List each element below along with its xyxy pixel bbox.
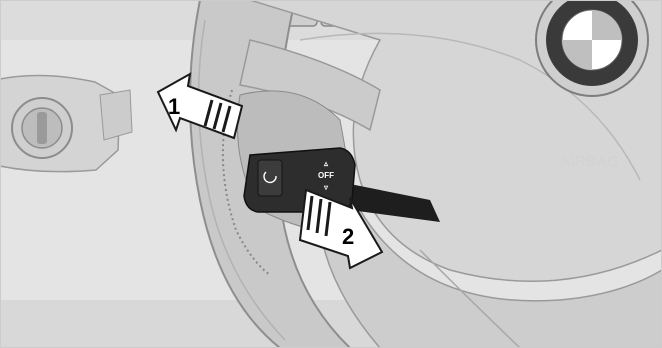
lever-off-label: OFF: [318, 171, 334, 180]
arrow-1-number: 1: [168, 94, 180, 119]
airbag-label: AIRBAG: [560, 153, 620, 170]
lever-button: [258, 160, 282, 196]
arrow-2-number: 2: [342, 224, 354, 249]
